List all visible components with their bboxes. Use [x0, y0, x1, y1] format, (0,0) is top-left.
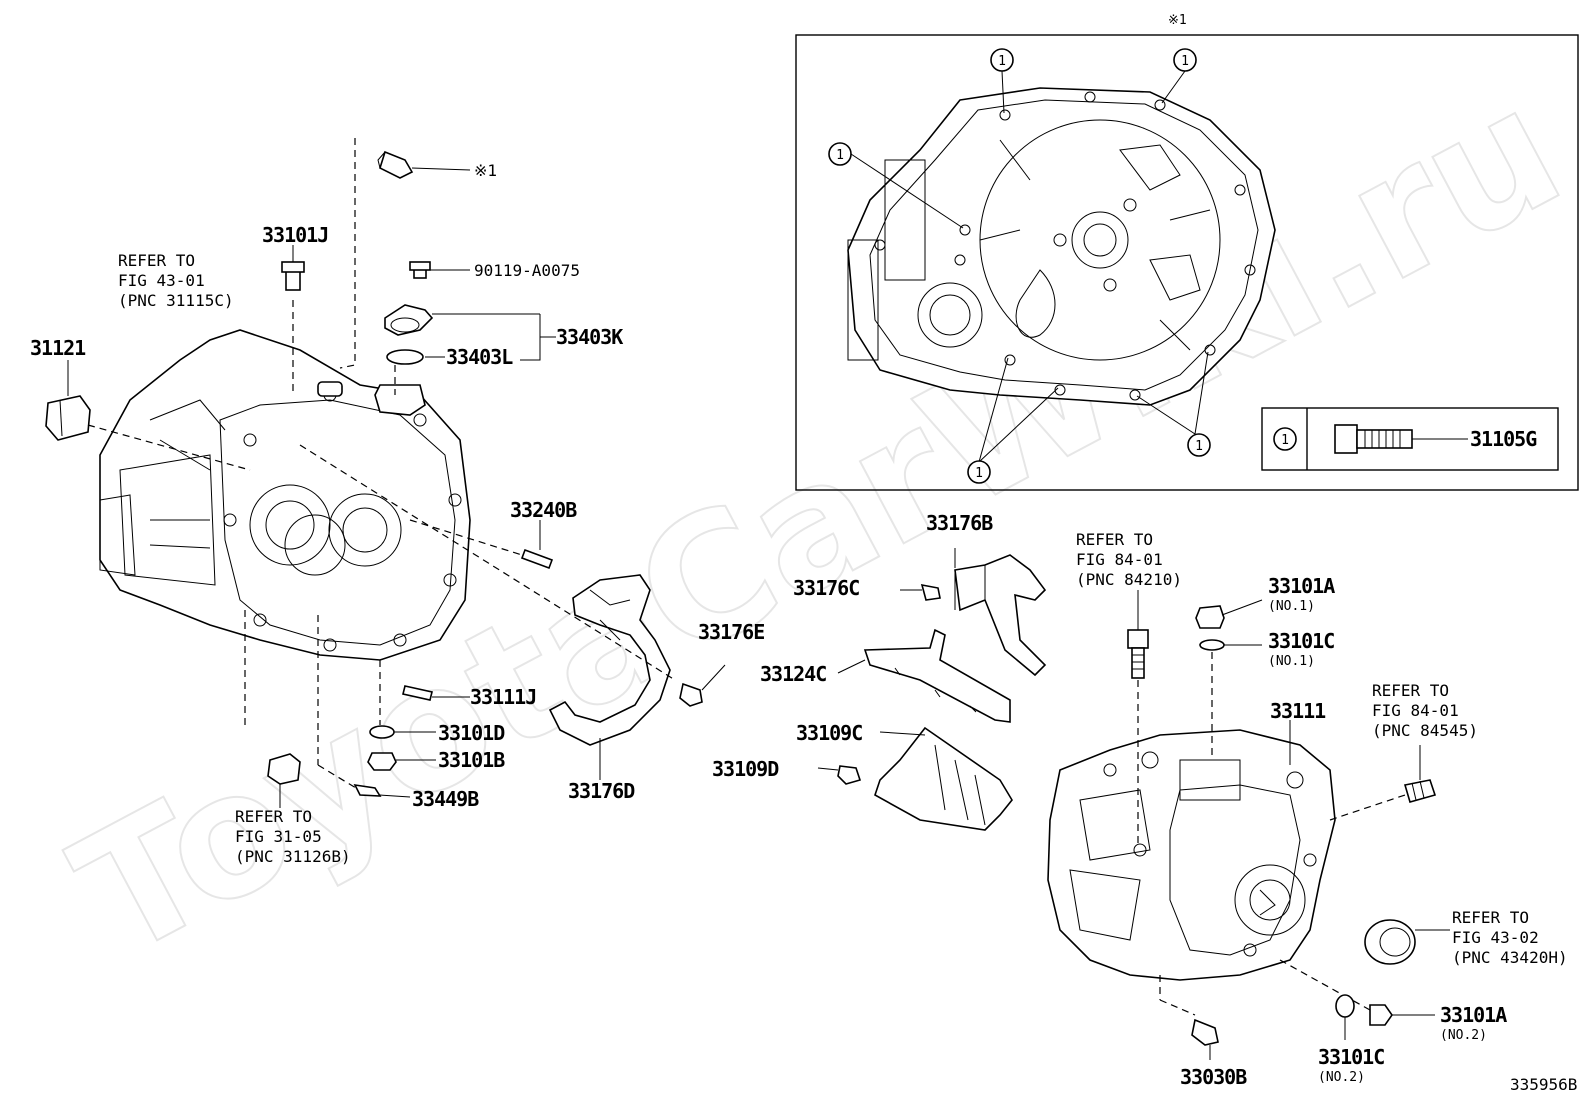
label-33101A-no1: 33101A: [1268, 574, 1335, 598]
callout-label: 1: [836, 148, 844, 163]
part-33124C-drawing: [837, 628, 1011, 723]
part-31121-drawing: [45, 360, 251, 471]
label-33176B: 33176B: [926, 511, 993, 535]
bolt-icon: [1334, 424, 1358, 454]
ref2-line3: (PNC 31126B): [235, 847, 351, 866]
ref3-line3: (PNC 84210): [1076, 570, 1182, 589]
label-33240B: 33240B: [510, 498, 577, 522]
label-33403K: 33403K: [556, 325, 623, 349]
label-31121: 31121: [30, 336, 86, 360]
label-33124C: 33124C: [760, 662, 826, 686]
parts-lower-left-drawing: [317, 615, 470, 798]
part-33176D-drawing: [299, 444, 726, 780]
plugs-no2-drawing: [1159, 959, 1435, 1060]
seal-43420H-drawing: [1364, 919, 1450, 965]
ref1-line3: (PNC 31115C): [118, 291, 234, 310]
ref4-line3: (PNC 84545): [1372, 721, 1478, 740]
callout-label: 1: [1181, 54, 1189, 69]
label-33109C: 33109C: [796, 721, 862, 745]
callout-circle: [990, 48, 1014, 72]
label-33101B: 33101B: [438, 748, 505, 772]
part-33403-drawing: [384, 261, 556, 395]
label-33101D: 33101D: [438, 721, 505, 745]
callout-circle: [967, 460, 991, 484]
ref3-line2: FIG 84-01: [1076, 550, 1163, 569]
case-33111-drawing: [1047, 720, 1336, 981]
label-33030B: 33030B: [1180, 1065, 1247, 1089]
ref5-line3: (PNC 43420H): [1452, 948, 1568, 967]
label-33101A-no2-note: (NO.2): [1440, 1028, 1487, 1043]
label-33101C-no1: 33101C: [1268, 629, 1334, 653]
ref4-line2: FIG 84-01: [1372, 701, 1459, 720]
part-33101J-drawing: [281, 245, 305, 395]
part-33176B-drawing: [900, 548, 1047, 677]
label-33176C: 33176C: [793, 576, 859, 600]
callout-circle: [1173, 48, 1197, 72]
label-33176D: 33176D: [568, 779, 635, 803]
legend-circle: [1273, 427, 1297, 451]
callout-label: 1: [1195, 439, 1203, 454]
part-33109C-drawing: [817, 726, 1013, 831]
callout-label: 1: [975, 466, 983, 481]
label-33109D: 33109D: [712, 757, 779, 781]
inset-frame: [795, 34, 1579, 491]
ref3-line1: REFER TO: [1076, 530, 1153, 549]
label-33101C-no2-note: (NO.2): [1318, 1070, 1365, 1085]
housing-left-drawing: [99, 329, 471, 661]
ref2-line2: FIG 31-05: [235, 827, 322, 846]
sensor-84210-drawing: [1127, 590, 1149, 845]
label-33101A-no1-note: (NO.1): [1268, 599, 1315, 614]
plug-ref2-drawing: [267, 753, 301, 808]
label-33101A-no2: 33101A: [1440, 1003, 1507, 1027]
label-33176E: 33176E: [698, 620, 764, 644]
callout-circle: [828, 142, 852, 166]
ref5-line2: FIG 43-02: [1452, 928, 1539, 947]
callout-circle: [1187, 433, 1211, 457]
inset-callouts: [850, 70, 1209, 463]
ref1-line1: REFER TO: [118, 251, 195, 270]
ref5-line1: REFER TO: [1452, 908, 1529, 927]
legend-circle-label: 1: [1281, 433, 1289, 448]
part-33240B-drawing: [409, 519, 554, 570]
inset-marker: ※1: [1168, 13, 1187, 28]
bolt-ref1-drawing: [244, 138, 471, 730]
label-33111: 33111: [1270, 699, 1326, 723]
label-bolt-ref1: ※1: [474, 161, 497, 180]
label-90119-A0075: 90119-A0075: [474, 261, 580, 280]
label-33403L: 33403L: [446, 345, 513, 369]
label-33101C-no2: 33101C: [1318, 1045, 1384, 1069]
ref1-line2: FIG 43-01: [118, 271, 205, 290]
ref2-line1: REFER TO: [235, 807, 312, 826]
label-33101C-no1-note: (NO.1): [1268, 654, 1315, 669]
inset-legend: 1 31105G: [1261, 407, 1559, 471]
label-33449B: 33449B: [412, 787, 479, 811]
diagram-id: 335956B: [1510, 1075, 1577, 1094]
inset-callout-circles: 1 1 1 1 1: [828, 48, 1211, 484]
label-33111J: 33111J: [470, 685, 536, 709]
sensor-84545-drawing: [1329, 745, 1437, 821]
inset-panel: ※1: [795, 13, 1579, 491]
inset-housing-drawing: [847, 87, 1276, 406]
callout-label: 1: [998, 54, 1006, 69]
ref4-line1: REFER TO: [1372, 681, 1449, 700]
part-31105G: 31105G: [1470, 427, 1537, 451]
label-33101J: 33101J: [262, 223, 328, 247]
plug-no1-drawing: [1195, 599, 1263, 760]
